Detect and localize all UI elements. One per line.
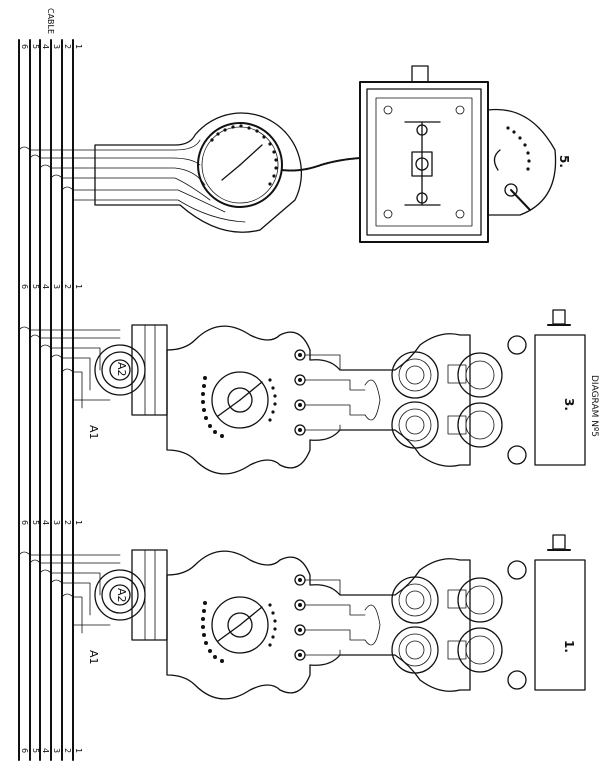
instrument-5: 5. <box>18 65 571 243</box>
svg-text:6: 6 <box>20 520 29 525</box>
instrument-label: 1. <box>562 640 576 653</box>
svg-text:4: 4 <box>41 748 50 753</box>
svg-text:1: 1 <box>74 748 83 753</box>
diagram-title: DIAGRAM Nº5 <box>589 375 599 437</box>
wire-labels-bottom: 6 5 4 3 2 1 <box>20 748 83 753</box>
instrument-1: A2 A1 1. <box>18 534 586 700</box>
wire-label: 5 <box>31 44 40 49</box>
knob <box>411 65 429 83</box>
instrument-5-box <box>359 81 489 243</box>
connecting-cord <box>281 157 361 172</box>
wire-label: 1 <box>74 44 83 49</box>
label-a2: A2 <box>115 588 128 603</box>
svg-text:5: 5 <box>31 284 40 289</box>
dial-needle <box>239 144 263 166</box>
svg-text:3: 3 <box>52 748 61 753</box>
label-a1: A1 <box>87 650 100 665</box>
key-mechanism <box>404 121 441 206</box>
svg-text:1: 1 <box>74 284 83 289</box>
instrument-label: 5. <box>557 155 571 168</box>
wire-label: 4 <box>41 44 50 49</box>
svg-text:6: 6 <box>20 748 29 753</box>
svg-text:2: 2 <box>63 520 72 525</box>
wire-label: 2 <box>63 44 72 49</box>
wire-labels-mid-2: 6 5 4 3 2 1 <box>20 520 83 525</box>
instrument-5-sheath <box>94 112 302 233</box>
instrument-label: 3. <box>562 398 576 411</box>
svg-text:3: 3 <box>52 520 61 525</box>
label-a1: A1 <box>87 425 100 440</box>
svg-text:1: 1 <box>74 520 83 525</box>
cable-label: CABLE <box>46 8 55 34</box>
svg-text:2: 2 <box>63 748 72 753</box>
wire-label: 3 <box>52 44 61 49</box>
wire-labels-mid-1: 6 5 4 3 2 1 <box>20 284 83 289</box>
dial-outer <box>197 122 283 208</box>
svg-text:2: 2 <box>63 284 72 289</box>
svg-text:5: 5 <box>31 748 40 753</box>
dial-dots <box>210 124 278 186</box>
svg-text:5: 5 <box>31 520 40 525</box>
svg-text:4: 4 <box>41 520 50 525</box>
svg-text:3: 3 <box>52 284 61 289</box>
wire-label: 6 <box>20 44 29 49</box>
svg-text:6: 6 <box>20 284 29 289</box>
instrument-5-wires <box>18 139 246 223</box>
label-a2: A2 <box>115 362 128 377</box>
side-dial <box>487 108 557 216</box>
instrument-3: A2 A1 3. <box>18 309 586 475</box>
svg-text:4: 4 <box>41 284 50 289</box>
wire-labels-top: 6 5 4 3 2 1 CABLE <box>20 8 83 49</box>
